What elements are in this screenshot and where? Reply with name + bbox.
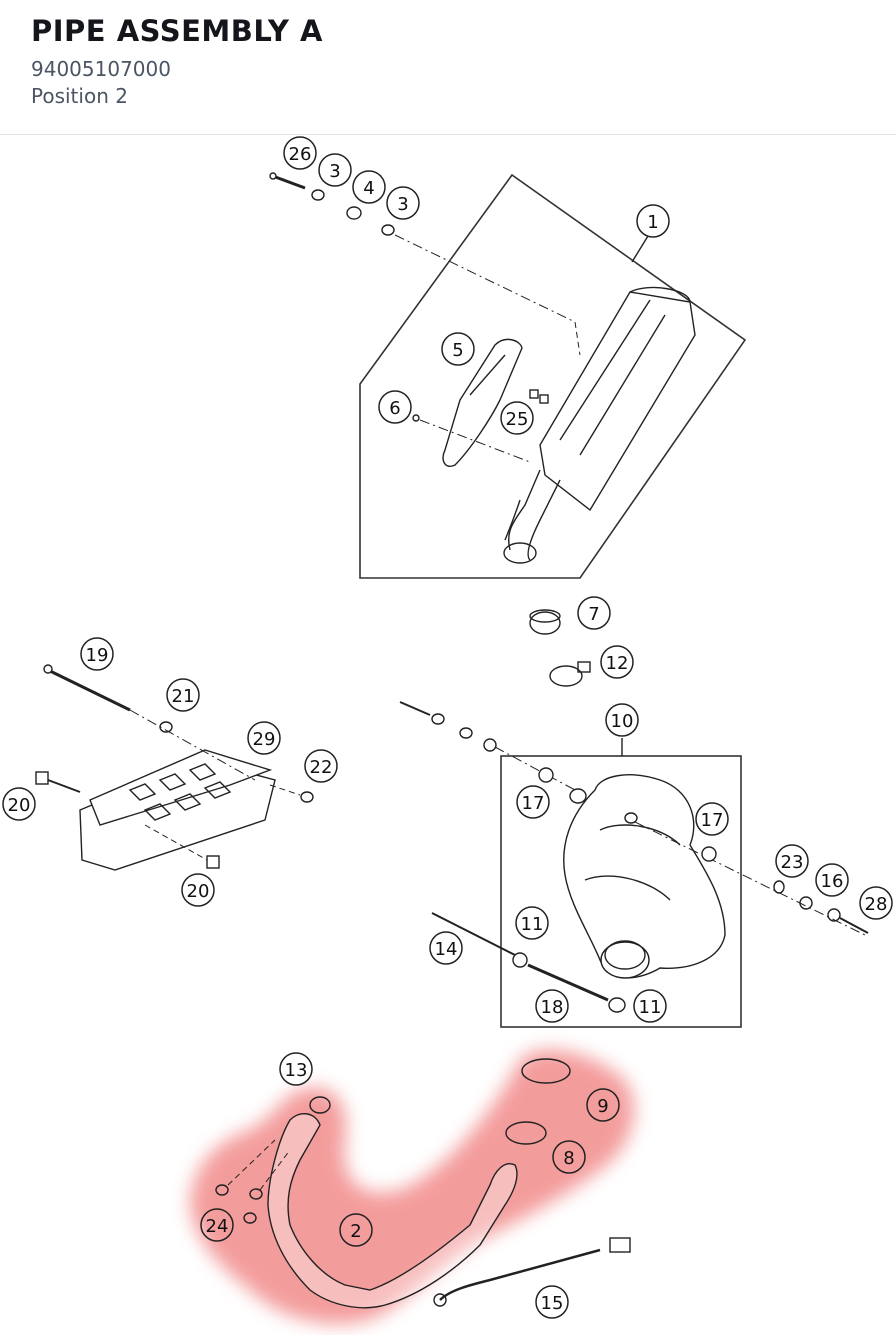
callout-label: 29 bbox=[253, 729, 276, 750]
callout-20a[interactable]: 20 bbox=[2, 787, 36, 821]
callout-13[interactable]: 13 bbox=[279, 1052, 313, 1086]
callout-label: 17 bbox=[701, 810, 724, 831]
page-header: PIPE ASSEMBLY A 94005107000 Position 2 bbox=[0, 0, 896, 135]
callout-17b[interactable]: 17 bbox=[695, 802, 729, 836]
collector-bolts bbox=[399, 701, 869, 1013]
callout-label: 8 bbox=[563, 1148, 574, 1169]
callout-28[interactable]: 28 bbox=[859, 886, 893, 920]
callout-label: 20 bbox=[187, 881, 210, 902]
callout-label: 23 bbox=[781, 852, 804, 873]
callout-label: 18 bbox=[541, 997, 564, 1018]
callout-24[interactable]: 24 bbox=[200, 1208, 234, 1242]
callout-17a[interactable]: 17 bbox=[516, 785, 550, 819]
callout-label: 16 bbox=[821, 871, 844, 892]
callout-label: 24 bbox=[206, 1216, 229, 1237]
callout-10[interactable]: 10 bbox=[605, 703, 639, 737]
callout-29[interactable]: 29 bbox=[247, 721, 281, 755]
footrest-bracket bbox=[35, 664, 314, 871]
callout-label: 28 bbox=[865, 894, 888, 915]
collector-box bbox=[563, 774, 726, 979]
callout-20b[interactable]: 20 bbox=[181, 873, 215, 907]
callout-18[interactable]: 18 bbox=[535, 989, 569, 1023]
callout-11b[interactable]: 11 bbox=[633, 989, 667, 1023]
callout-label: 2 bbox=[350, 1221, 361, 1242]
callout-22[interactable]: 22 bbox=[304, 749, 338, 783]
callout-8[interactable]: 8 bbox=[552, 1140, 586, 1174]
callout-label: 14 bbox=[435, 939, 458, 960]
callout-label: 25 bbox=[506, 409, 529, 430]
muffler-group-frame bbox=[359, 173, 747, 579]
callout-16[interactable]: 16 bbox=[815, 863, 849, 897]
callout-label: 9 bbox=[597, 1096, 608, 1117]
callout-label: 1 bbox=[647, 212, 658, 233]
callout-26[interactable]: 26 bbox=[283, 136, 317, 170]
exploded-parts-diagram: 26 3 4 3 1 5 6 25 7 12 19 21 29 22 20 20… bbox=[2, 136, 893, 1325]
heat-shield bbox=[442, 338, 523, 467]
collector-group-frame bbox=[500, 755, 742, 1028]
callout-23[interactable]: 23 bbox=[775, 844, 809, 878]
callout-5[interactable]: 5 bbox=[441, 332, 475, 366]
callout-25[interactable]: 25 bbox=[500, 401, 534, 435]
callout-label: 7 bbox=[588, 604, 599, 625]
callout-4[interactable]: 4 bbox=[352, 170, 386, 204]
position-label: Position 2 bbox=[31, 84, 128, 108]
callout-label: 17 bbox=[522, 793, 545, 814]
callout-label: 3 bbox=[329, 161, 340, 182]
selected-part-highlight[interactable] bbox=[190, 1049, 635, 1325]
callout-label: 19 bbox=[86, 645, 109, 666]
part-number: 94005107000 bbox=[31, 57, 171, 81]
callout-label: 11 bbox=[639, 997, 662, 1018]
callout-label: 10 bbox=[611, 711, 634, 732]
callout-label: 13 bbox=[285, 1060, 308, 1081]
callout-label: 5 bbox=[452, 340, 463, 361]
header-pipe bbox=[215, 1058, 571, 1309]
callout-3a[interactable]: 3 bbox=[318, 153, 352, 187]
muffler bbox=[503, 286, 696, 564]
callout-11a[interactable]: 11 bbox=[515, 906, 549, 940]
lambda-sensor bbox=[433, 1237, 631, 1307]
callout-label: 11 bbox=[521, 914, 544, 935]
top-bolt-set bbox=[269, 172, 581, 463]
callout-label: 15 bbox=[541, 1293, 564, 1314]
callout-label: 6 bbox=[389, 398, 400, 419]
callout-label: 22 bbox=[310, 757, 333, 778]
callout-2[interactable]: 2 bbox=[339, 1213, 373, 1247]
callout-label: 21 bbox=[172, 686, 195, 707]
sleeve bbox=[529, 611, 561, 635]
callout-3b[interactable]: 3 bbox=[386, 186, 420, 220]
callout-label: 3 bbox=[397, 194, 408, 215]
callout-7[interactable]: 7 bbox=[577, 596, 611, 630]
callout-19[interactable]: 19 bbox=[80, 637, 114, 671]
callout-15[interactable]: 15 bbox=[535, 1285, 569, 1319]
callout-6[interactable]: 6 bbox=[378, 390, 412, 424]
callout-label: 12 bbox=[606, 653, 629, 674]
clamp bbox=[549, 665, 583, 687]
callout-label: 20 bbox=[8, 795, 31, 816]
callout-label: 4 bbox=[363, 178, 374, 199]
callout-1[interactable]: 1 bbox=[636, 204, 670, 238]
callout-9[interactable]: 9 bbox=[586, 1088, 620, 1122]
callout-label: 26 bbox=[289, 144, 312, 165]
page-title: PIPE ASSEMBLY A bbox=[31, 14, 323, 48]
callout-12[interactable]: 12 bbox=[600, 645, 634, 679]
callout-21[interactable]: 21 bbox=[166, 678, 200, 712]
callout-14[interactable]: 14 bbox=[429, 931, 463, 965]
